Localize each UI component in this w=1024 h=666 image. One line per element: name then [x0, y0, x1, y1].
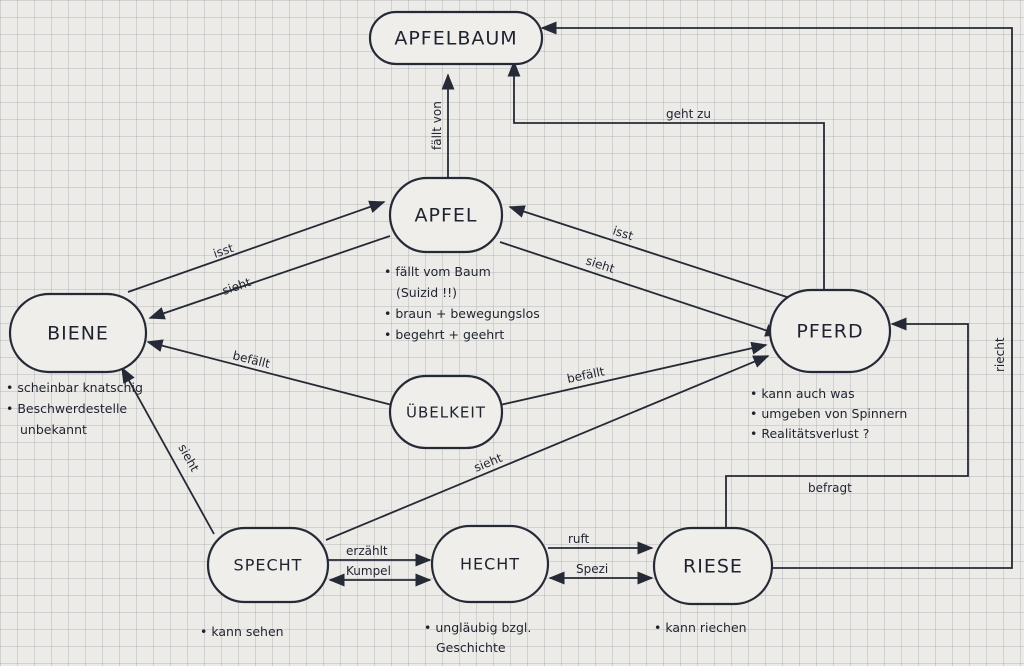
- edge-label-befragt: befragt: [808, 481, 852, 495]
- node-label-pferd: PFERD: [796, 321, 863, 343]
- note-apfel-3: • braun + bewegungslos: [384, 306, 540, 321]
- node-specht[interactable]: SPECHT: [206, 526, 330, 604]
- node-apfel[interactable]: APFEL: [388, 176, 504, 254]
- note-apfel-2: (Suizid !!): [396, 285, 457, 300]
- notes-riese: • kann riechen: [654, 620, 747, 635]
- note-biene-1: • scheinbar knatschig: [6, 380, 143, 395]
- notes-apfel: • fällt vom Baum (Suizid !!) • braun + b…: [384, 264, 540, 342]
- edge-label-specht-sieht-pferd: sieht: [472, 451, 505, 475]
- edge-uebelkeit-befaellt-pferd: [499, 341, 768, 406]
- note-hecht-2: Geschichte: [436, 640, 506, 655]
- edge-label-riecht: riecht: [993, 337, 1007, 372]
- node-label-riese: RIESE: [683, 556, 743, 578]
- node-hecht[interactable]: HECHT: [430, 524, 550, 604]
- node-label-specht: SPECHT: [234, 556, 303, 575]
- edge-label-geht-zu: geht zu: [666, 107, 711, 121]
- edge-label-kumpel: Kumpel: [346, 564, 391, 578]
- edge-specht-sieht-pferd: [325, 355, 770, 541]
- edge-label-faellt-von: fällt von: [430, 101, 444, 150]
- edge-label-ruft: ruft: [568, 532, 590, 546]
- edge-uebelkeit-befaellt-biene: [146, 339, 393, 406]
- notes-pferd: • kann auch was • umgeben von Spinnern •…: [750, 386, 907, 441]
- note-biene-3: unbekannt: [20, 422, 87, 437]
- note-apfel-4: • begehrt + geehrt: [384, 327, 504, 342]
- notes-specht: • kann sehen: [200, 624, 284, 639]
- edge-riese-riecht-apfelbaum: [540, 21, 1013, 569]
- edge-label-specht-sieht-biene: sieht: [175, 442, 202, 475]
- edge-label-pferd-sieht: sieht: [584, 254, 616, 276]
- node-label-biene: BIENE: [47, 323, 109, 345]
- edge-label-befaellt-biene: befällt: [231, 348, 271, 371]
- node-apfelbaum[interactable]: APFELBAUM: [368, 10, 544, 66]
- note-apfel-1: • fällt vom Baum: [384, 264, 491, 279]
- node-label-hecht: HECHT: [460, 555, 520, 574]
- note-pferd-1: • kann auch was: [750, 386, 855, 401]
- edge-label-biene-isst: isst: [211, 241, 235, 261]
- node-label-apfelbaum: APFELBAUM: [394, 28, 517, 50]
- edge-label-biene-sieht: sieht: [220, 275, 253, 298]
- note-riese-1: • kann riechen: [654, 620, 747, 635]
- edge-label-spezi: Spezi: [576, 562, 608, 576]
- note-specht-1: • kann sehen: [200, 624, 284, 639]
- note-pferd-3: • Realitätsverlust ?: [750, 426, 869, 441]
- edge-pferd-isst-apfel: [508, 205, 791, 299]
- edge-label-erzaehlt: erzählt: [346, 544, 388, 558]
- edge-label-pferd-isst: isst: [611, 224, 635, 244]
- node-label-apfel: APFEL: [415, 205, 478, 227]
- edge-specht-sieht-biene: [121, 366, 215, 535]
- node-riese[interactable]: RIESE: [652, 526, 774, 606]
- edge-apfel-sieht-biene: [148, 235, 391, 320]
- edge-biene-isst-apfel: [127, 200, 386, 293]
- note-biene-2: • Beschwerdestelle: [6, 401, 127, 416]
- node-biene[interactable]: BIENE: [8, 292, 148, 374]
- note-pferd-2: • umgeben von Spinnern: [750, 406, 907, 421]
- notes-hecht: • ungläubig bzgl. Geschichte: [424, 620, 531, 655]
- edge-apfel-sieht-pferd: [499, 241, 782, 337]
- notes-biene: • scheinbar knatschig • Beschwerdestelle…: [6, 380, 143, 437]
- note-hecht-1: • ungläubig bzgl.: [424, 620, 531, 635]
- node-label-uebelkeit: ÜBELKEIT: [406, 403, 486, 422]
- node-uebelkeit[interactable]: ÜBELKEIT: [388, 374, 504, 450]
- edge-pferd-geht-zu-apfelbaum: [507, 60, 825, 290]
- node-pferd[interactable]: PFERD: [768, 288, 892, 374]
- edge-riese-befragt-pferd: [725, 317, 969, 528]
